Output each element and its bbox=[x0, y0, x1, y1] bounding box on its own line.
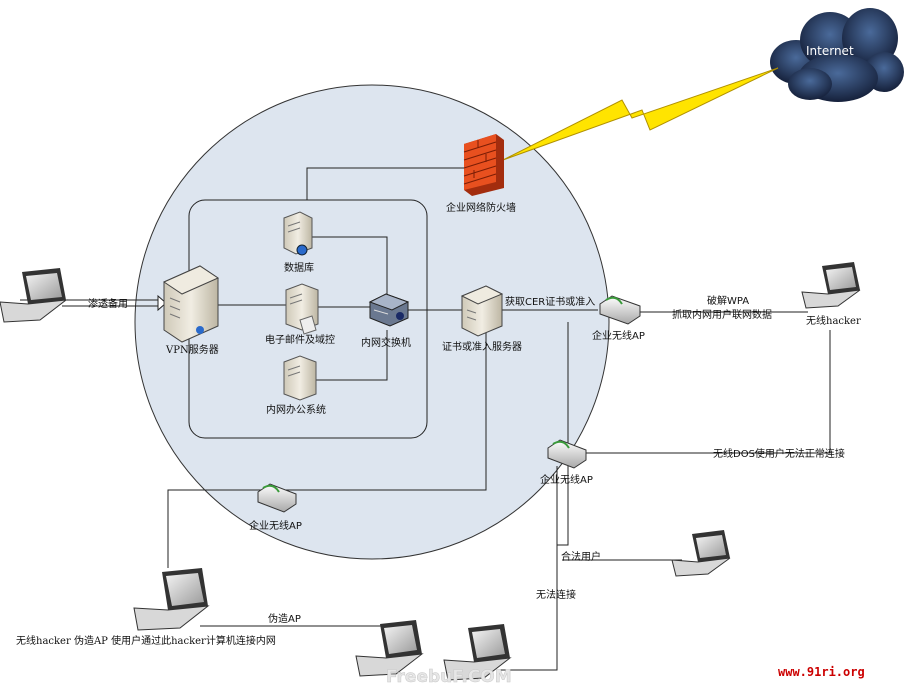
watermark-freebuf: FreebuF.COM bbox=[386, 667, 512, 687]
wap-top-label: 企业无线AP bbox=[592, 329, 645, 342]
infiltrate-label: 渗透备用 bbox=[88, 297, 128, 310]
hacker-right-label: 无线hacker bbox=[806, 314, 861, 327]
server-icon[interactable] bbox=[283, 211, 313, 256]
cannot-connect-label: 无法连接 bbox=[536, 588, 576, 601]
router-icon[interactable] bbox=[257, 483, 297, 513]
switch-label: 内网交换机 bbox=[361, 336, 411, 349]
vpn-server-label: VPN服务器 bbox=[165, 343, 219, 356]
dos-label: 无线DOS使用户无法正常连接 bbox=[713, 447, 845, 460]
legit-user-label: 合法用户 bbox=[561, 550, 601, 563]
cloud-icon[interactable]: Internet bbox=[770, 8, 904, 102]
capture-label: 抓取内网用户联网数据 bbox=[672, 308, 772, 321]
database-label: 数据库 bbox=[284, 261, 314, 274]
server-icon[interactable] bbox=[460, 285, 504, 337]
cert-server-label: 证书或准入服务器 bbox=[442, 340, 522, 353]
mail-domain-label: 电子邮件及域控 bbox=[265, 333, 335, 346]
hacker-bottom-label: 无线hacker 伪造AP 使用户通过此hacker计算机连接内网 bbox=[16, 634, 276, 647]
watermark-91ri: www.91ri.org bbox=[778, 665, 865, 679]
laptop-icon[interactable] bbox=[671, 530, 731, 577]
router-icon[interactable] bbox=[547, 439, 587, 469]
lightning-icon bbox=[502, 67, 779, 161]
get-cert-label: 获取CER证书或准入 bbox=[505, 296, 595, 308]
office-label: 内网办公系统 bbox=[266, 403, 326, 416]
router-icon[interactable] bbox=[599, 295, 641, 325]
wap-bottom-label: 企业无线AP bbox=[249, 519, 302, 532]
laptop-icon[interactable] bbox=[443, 624, 512, 681]
connection-lines bbox=[20, 167, 831, 671]
wap-mid-label: 企业无线AP bbox=[540, 473, 593, 486]
enterprise-network-circle bbox=[134, 84, 610, 560]
crack-wpa-label: 破解WPA bbox=[707, 294, 749, 307]
server-icon[interactable] bbox=[162, 265, 220, 343]
laptop-icon[interactable] bbox=[133, 568, 210, 631]
firewall-label: 企业网络防火墙 bbox=[446, 201, 516, 214]
server-icon[interactable] bbox=[283, 355, 317, 401]
laptop-icon[interactable] bbox=[0, 268, 68, 323]
laptop-icon[interactable] bbox=[801, 262, 861, 309]
server-icon[interactable] bbox=[285, 283, 319, 335]
firewall-icon[interactable] bbox=[463, 134, 504, 196]
fake-ap-label: 伪造AP bbox=[268, 612, 301, 625]
laptop-icon[interactable] bbox=[355, 620, 424, 677]
switch-icon[interactable] bbox=[368, 293, 410, 327]
internet-label: Internet bbox=[806, 44, 854, 58]
